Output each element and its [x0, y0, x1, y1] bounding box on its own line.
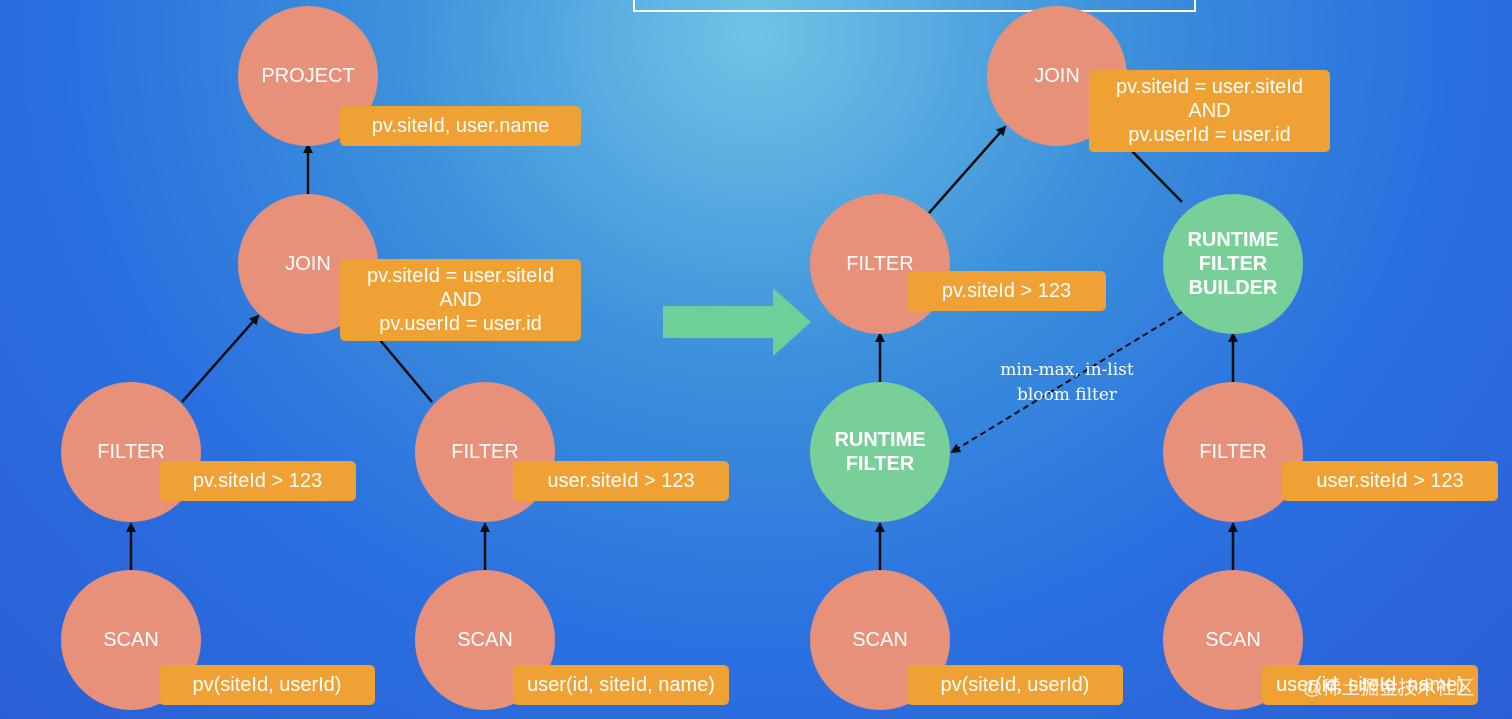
join-condition-tag: pv.siteId = user.siteId AND pv.userId = …: [340, 259, 581, 341]
r-join-condition-tag: pv.siteId = user.siteId AND pv.userId = …: [1089, 70, 1330, 152]
filter-user-node-label: FILTER: [451, 440, 519, 463]
r-scan-pv-node-label: SCAN: [852, 628, 908, 651]
edge-r-filter-pv-to-join: [928, 125, 1007, 214]
r-scan-user-node-label: SCAN: [1205, 628, 1261, 651]
scan-pv-node-label: SCAN: [103, 628, 159, 651]
r-filter-user-node-label: FILTER: [1199, 440, 1267, 463]
runtime-filter-label: RUNTIME FILTER: [834, 429, 926, 475]
watermark: @稀土掘金技术社区: [1303, 678, 1475, 699]
filter-user-node: FILTER: [415, 382, 555, 522]
filter-pv-predicate-tag: pv.siteId > 123: [159, 461, 356, 501]
filter-pv-node: FILTER: [61, 382, 201, 522]
r-filter-pv-node-label: FILTER: [846, 252, 914, 275]
scan-user-columns-tag: user(id, siteId, name): [513, 665, 729, 705]
r-filter-user-node: FILTER: [1163, 382, 1303, 522]
r-join-node-label: JOIN: [1034, 64, 1080, 87]
edge-filter-pv-to-join: [181, 314, 260, 403]
project-node-label: PROJECT: [261, 64, 355, 87]
r-filter-user-predicate-tag: user.siteId > 123: [1282, 461, 1498, 501]
edge-filter-user-to-join: [379, 339, 433, 403]
scan-user-node-label: SCAN: [457, 628, 513, 651]
filter-user-predicate-tag: user.siteId > 123: [513, 461, 729, 501]
join-node-label: JOIN: [285, 252, 331, 275]
edge-runtime-filter-push: [950, 311, 1183, 454]
r-filter-pv-predicate-tag: pv.siteId > 123: [907, 271, 1106, 311]
right-arrow-icon: [663, 288, 811, 356]
r-scan-user-columns-tag: user(id, siteId, name): [1262, 665, 1478, 705]
filter-pv-node-label: FILTER: [97, 440, 165, 463]
r-scan-pv-columns-tag: pv(siteId, userId): [907, 665, 1123, 705]
runtime-filter-builder-label: RUNTIME FILTER BUILDER: [1187, 229, 1279, 299]
runtime-filter-builder-node: RUNTIME FILTER BUILDER: [1163, 194, 1303, 334]
runtime-filter-node: RUNTIME FILTER: [810, 382, 950, 522]
title-frame: [633, 0, 1196, 12]
project-columns-tag: pv.siteId, user.name: [340, 106, 581, 146]
r-filter-pv-node: FILTER: [810, 194, 950, 334]
edge-r-builder-to-join: [1125, 144, 1183, 203]
scan-user-node: SCAN: [415, 570, 555, 710]
runtime-filter-types-annotation: min-max, in-list bloom filter: [1000, 360, 1134, 405]
scan-pv-columns-tag: pv(siteId, userId): [159, 665, 375, 705]
